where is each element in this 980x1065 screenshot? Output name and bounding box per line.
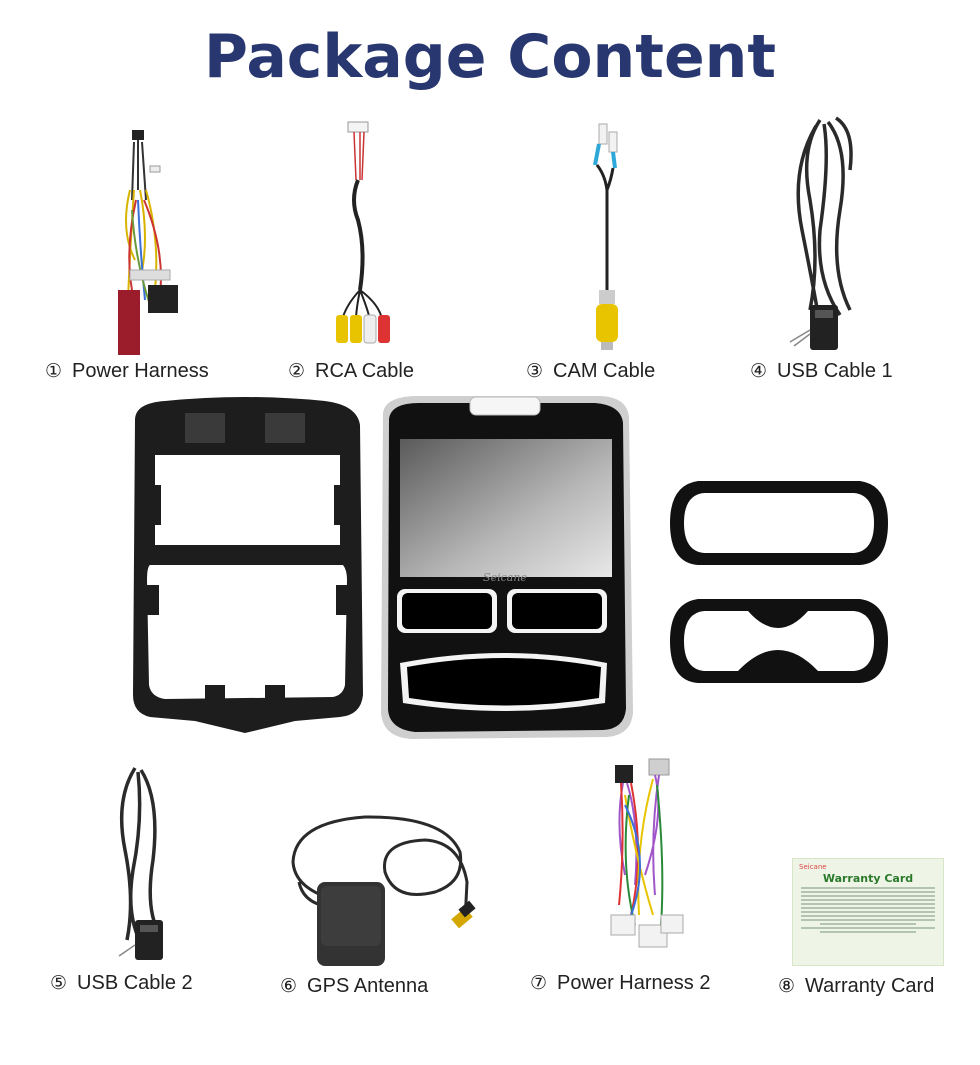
warranty-card-brand: Seicane <box>799 863 827 871</box>
power-harness-image <box>118 130 178 355</box>
warranty-card-title: Warranty Card <box>822 872 914 885</box>
bezel-ring-upper-image <box>670 481 888 565</box>
warranty-card-image: Seicane Warranty Card <box>792 858 944 966</box>
page-title: Package Content <box>203 22 777 92</box>
head-unit-image: Seicane <box>381 396 633 739</box>
gps-antenna-image <box>291 815 476 966</box>
usb-cable-2-image <box>118 767 163 960</box>
cam-cable-image <box>593 123 618 350</box>
power-harness-2-image <box>610 758 684 948</box>
head-unit-brand: Seicane <box>483 571 527 584</box>
bezel-ring-lower-image <box>670 599 888 683</box>
mounting-frame-image <box>133 397 363 733</box>
rca-cable-image <box>336 121 390 344</box>
usb-cable-1-image <box>789 116 853 350</box>
